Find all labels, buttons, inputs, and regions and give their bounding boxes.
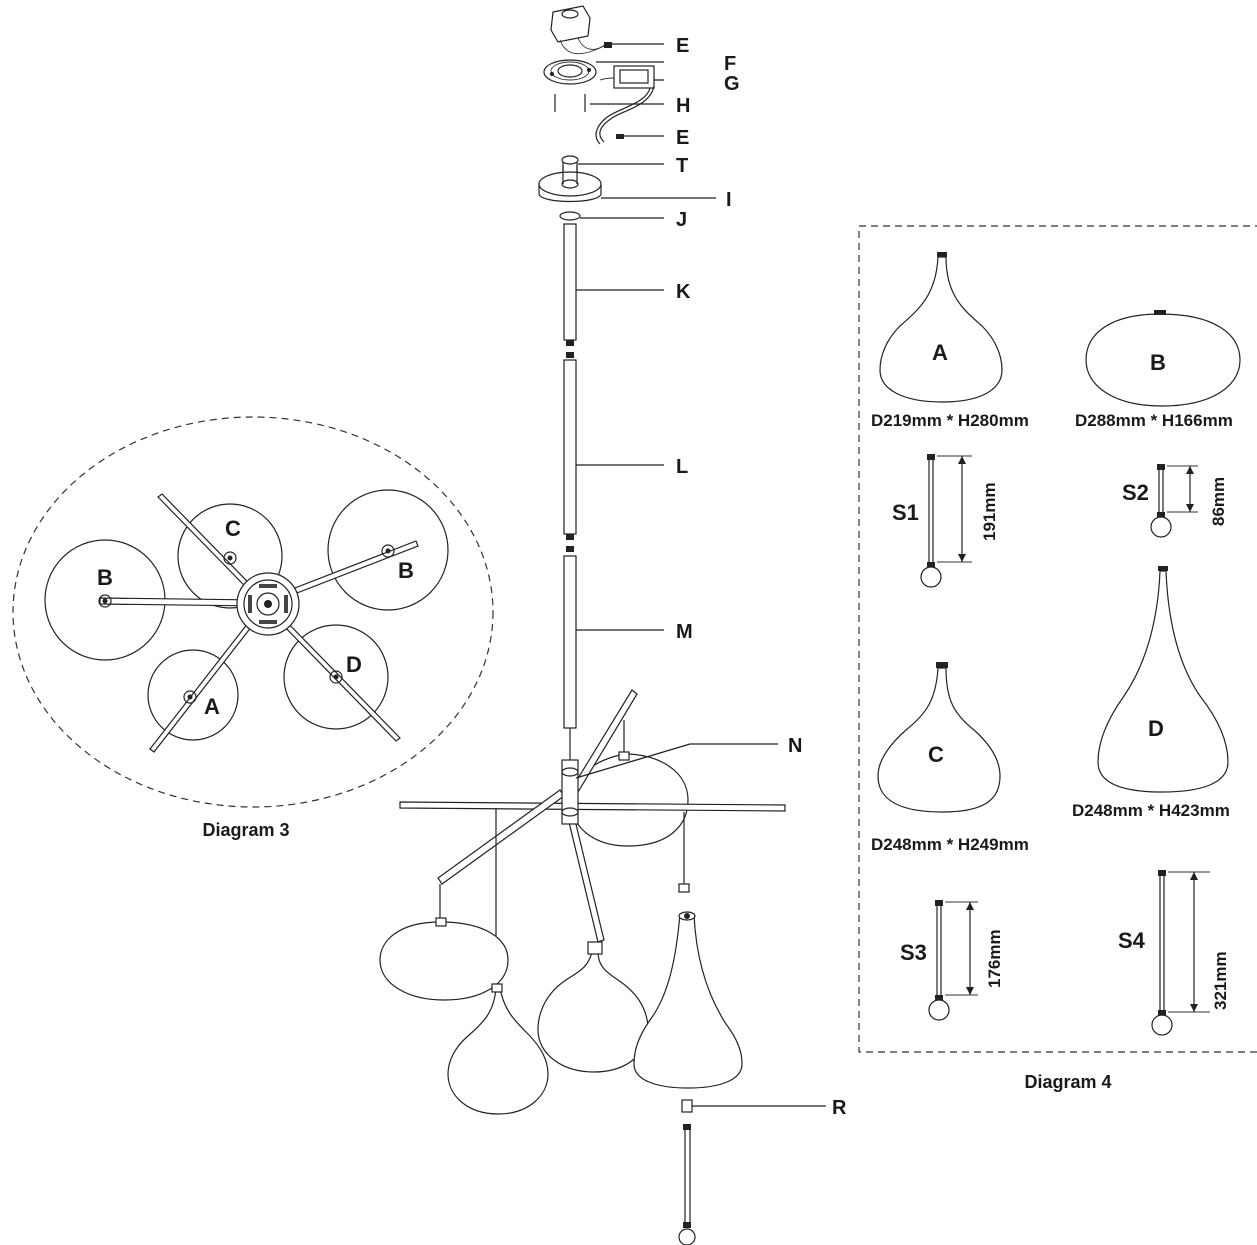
length-s1: 191mm: [980, 482, 999, 541]
length-s4: 321mm: [1211, 951, 1230, 1010]
label-f: F: [724, 53, 736, 75]
stem-s2: S2 86mm: [1122, 464, 1228, 538]
part-labels: E F G H E T I J K L M N R: [676, 35, 847, 1119]
canopy: [538, 155, 602, 203]
stem-rod-k: [563, 223, 577, 346]
stem-s3: S3 176mm: [900, 900, 1004, 1021]
stem-s4: S4 321mm: [1118, 870, 1230, 1036]
fixture-body: [379, 689, 786, 1115]
label-k: K: [676, 281, 691, 303]
size-b: D288mm * H166mm: [1075, 411, 1233, 430]
d4-label-s4: S4: [1118, 928, 1146, 953]
label-m: M: [676, 621, 693, 643]
d4-label-s3: S3: [900, 940, 927, 965]
label-j: J: [676, 209, 687, 231]
d3-label-a: A: [204, 694, 220, 719]
d4-label-c: C: [928, 742, 944, 767]
d4-label-d: D: [1148, 716, 1164, 741]
diagram-4: A D219mm * H280mm B D288mm * H166mm S1 1…: [858, 225, 1257, 1092]
d3-label-c: C: [225, 516, 241, 541]
label-t: T: [676, 155, 688, 177]
shade-d-profile: D: [1097, 566, 1229, 793]
label-n: N: [788, 735, 802, 757]
d4-label-b: B: [1150, 350, 1166, 375]
diagram-3-caption: Diagram 3: [202, 820, 289, 840]
size-a: D219mm * H280mm: [871, 411, 1029, 430]
shade-b-profile: B: [1085, 310, 1241, 407]
collar-ring: [559, 211, 581, 221]
length-s2: 86mm: [1209, 477, 1228, 526]
label-g: G: [724, 73, 740, 95]
label-e-top: E: [676, 35, 689, 57]
diagram-3: C B B D A Diagram 3: [12, 416, 494, 840]
stem-rod-l: [563, 352, 577, 540]
stem-rod-m: [563, 546, 577, 760]
label-r: R: [832, 1097, 847, 1119]
length-s3: 176mm: [985, 929, 1004, 988]
mounting-plate: [543, 59, 597, 112]
label-e-bottom: E: [676, 127, 689, 149]
label-l: L: [676, 456, 688, 478]
d3-label-b-left: B: [97, 565, 113, 590]
d4-label-a: A: [932, 340, 948, 365]
stem-s1: S1 191mm: [892, 454, 999, 588]
shade-a-profile: A: [879, 252, 1003, 403]
d3-label-d: D: [346, 652, 362, 677]
spare-stem: [678, 1099, 696, 1245]
driver-box: [599, 65, 655, 89]
label-h: H: [676, 95, 690, 117]
label-i: I: [726, 189, 732, 211]
supply-cable: [595, 85, 655, 145]
shade-c-profile: C: [877, 662, 1001, 813]
size-d: D248mm * H423mm: [1072, 801, 1230, 820]
d3-label-b-right: B: [398, 558, 414, 583]
d4-label-s1: S1: [892, 500, 919, 525]
d4-label-s2: S2: [1122, 480, 1149, 505]
diagram-4-caption: Diagram 4: [1024, 1072, 1111, 1092]
junction-box: [550, 5, 612, 55]
size-c: D248mm * H249mm: [871, 835, 1029, 854]
